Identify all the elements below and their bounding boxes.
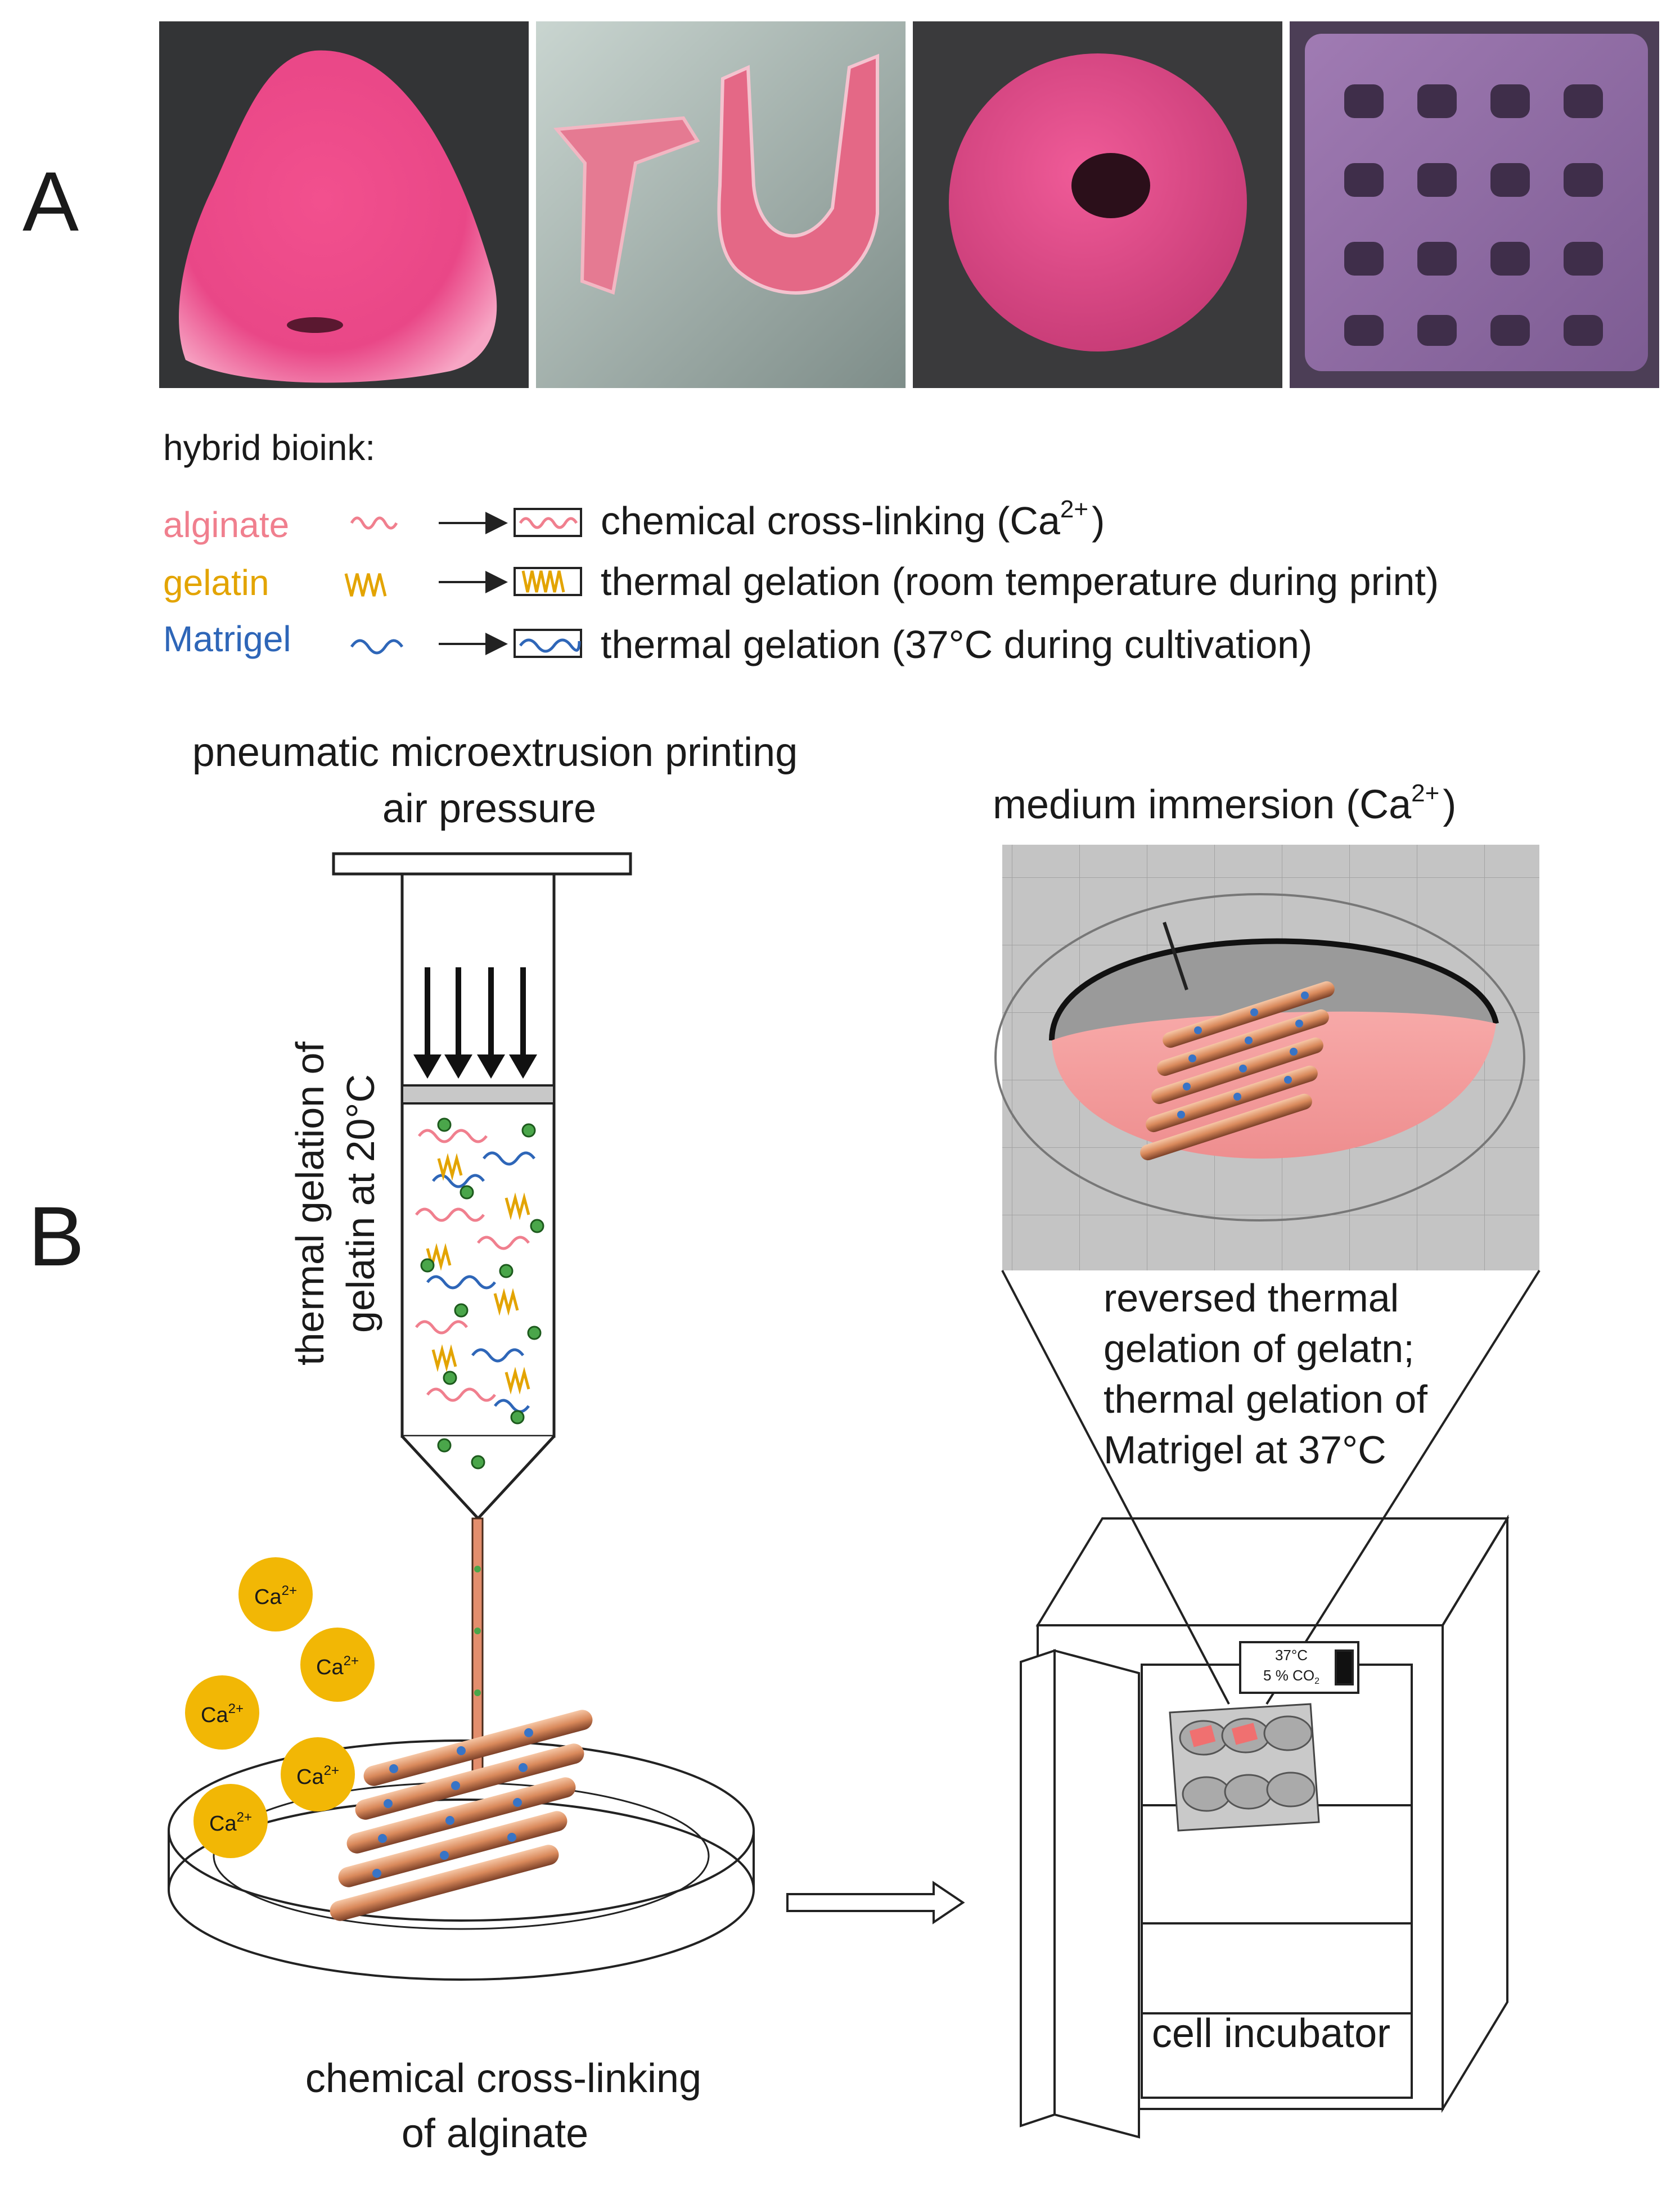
note-line1: reversed thermal [1104,1276,1399,1320]
calcium-ion: Ca2+ [193,1784,268,1858]
svg-text:Ca2+: Ca2+ [316,1653,359,1679]
crosslink-box-alginate [514,508,582,537]
legend-heading: hybrid bioink: [163,427,375,468]
effect-alginate: chemical cross-linking (Ca [601,499,1060,543]
incubator-caption: cell incubator [1152,2011,1390,2056]
bioink-mixture [415,1129,535,1413]
matrigel-strand-icon [350,639,404,655]
svg-text:Ca2+: Ca2+ [209,1810,252,1836]
photo-ring [913,21,1282,388]
photo-nose [159,21,529,388]
effect-alginate-tail: ) [1092,499,1105,543]
panel-a-letter: A [22,154,79,249]
immersion-title-tail: ) [1443,782,1456,827]
svg-text:Ca2+: Ca2+ [201,1701,244,1727]
legend-row-alginate: alginate chemical cross-linking (Ca2+) [163,495,1105,545]
vertical-label-line2: gelatin at 20°C [339,1074,382,1333]
display-temp: 37°C [1275,1647,1308,1664]
air-pressure-label: air pressure [382,786,596,831]
immersion-title-sup: 2+ [1411,779,1439,807]
gelatin-strand-icon [344,573,387,597]
display-co2: 5 % CO2 [1263,1667,1319,1686]
immersion-title: medium immersion (Ca2+) [993,779,1456,827]
legend-row-matrigel: Matrigel thermal gelation (37°C during c… [163,619,1312,666]
material-alginate: alginate [163,504,289,545]
calcium-ion: Ca2+ [185,1675,259,1750]
photo-grid [1290,21,1659,388]
panel-b-letter: B [28,1189,84,1283]
immersion-dish-render [994,845,1539,1270]
calcium-ion: Ca2+ [300,1628,375,1702]
svg-text:Ca2+: Ca2+ [296,1763,339,1789]
transfer-arrow [786,1881,965,1924]
dish-caption-line1: chemical cross-linking [305,2056,701,2101]
svg-text:chemical cross-linking (Ca2+): chemical cross-linking (Ca2+) [601,495,1105,543]
note-line3: thermal gelation of [1104,1377,1427,1421]
material-gelatin: gelatin [163,562,269,603]
vertical-label-line1: thermal gelation of [288,1042,332,1365]
printed-scaffold [330,1710,593,1921]
calcium-ion: Ca2+ [238,1557,313,1631]
well-plate [1169,1703,1320,1832]
effect-alginate-sup: 2+ [1060,495,1088,523]
effect-gelatin: thermal gelation (room temperature durin… [601,560,1439,603]
pressure-arrows [425,967,526,1057]
note-line4: Matrigel at 37°C [1104,1428,1386,1472]
legend-row-gelatin: gelatin thermal gelation (room temperatu… [163,560,1439,603]
calcium-ions: Ca2+ Ca2+ Ca2+ Ca2+ Ca2+ [185,1557,375,1858]
note-line2: gelation of gelatn; [1104,1327,1415,1371]
alginate-strand-icon [350,516,398,530]
incubator [1020,1514,1510,2139]
printing-title: pneumatic microextrusion printing [192,730,798,775]
svg-text:Ca2+: Ca2+ [254,1583,297,1609]
cells [420,1117,544,1470]
material-matrigel: Matrigel [163,619,291,659]
calcium-ion: Ca2+ [281,1737,355,1811]
zoom-lines [1001,1269,1541,1705]
immersion-title-text: medium immersion (Ca [993,782,1412,827]
dish-caption-line2: of alginate [402,2111,588,2156]
crosslink-box-matrigel [514,629,582,658]
photo-ear [536,21,906,388]
effect-matrigel: thermal gelation (37°C during cultivatio… [601,623,1312,666]
syringe [332,852,632,1784]
